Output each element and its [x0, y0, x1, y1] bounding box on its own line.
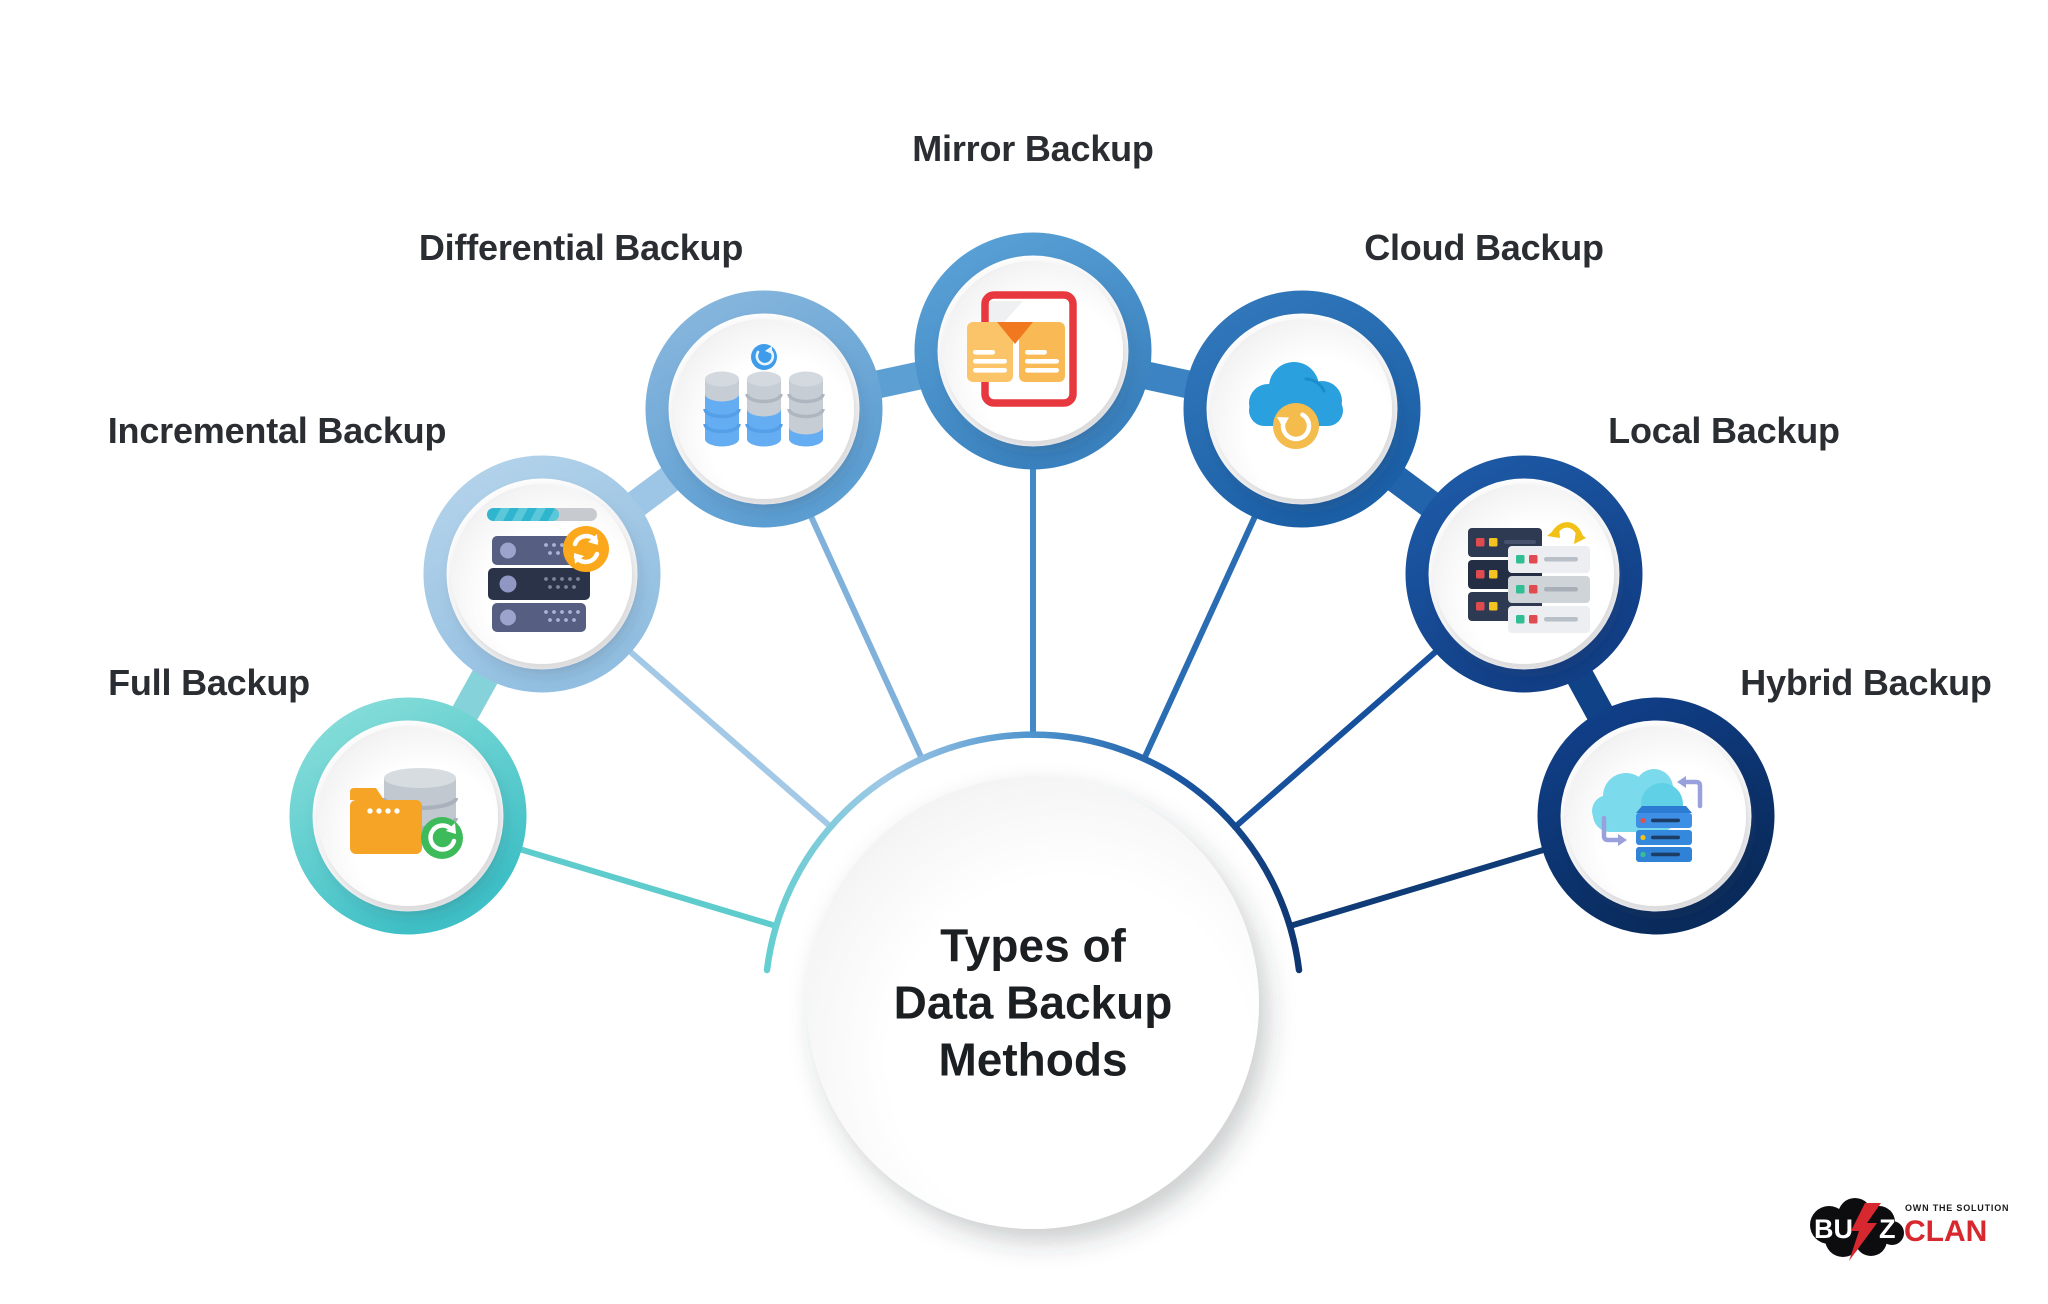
diagram-title: Types of Data Backup Methods: [894, 918, 1173, 1089]
spoke-differential-backup: [806, 509, 925, 762]
cloud-backup-ring: [1183, 290, 1421, 528]
full-backup-node: [289, 697, 527, 935]
mirror-backup-node: [914, 232, 1152, 470]
full-backup-ring: [289, 697, 527, 935]
local-backup-ring: [1405, 455, 1643, 693]
cloud-server-exchange-icon: [1592, 769, 1703, 862]
logo-clan: CLAN: [1904, 1215, 1987, 1248]
hybrid-backup-node: [1537, 697, 1775, 935]
database-folder-restore-icon: [350, 768, 463, 859]
diagram-title-line2: Data Backup: [893, 976, 1173, 1029]
label-full-backup: Full Backup: [108, 662, 310, 703]
database-cylinders-refresh-icon: [703, 344, 825, 447]
spokes: [513, 463, 1553, 929]
diagram-title-line1: Types of: [940, 919, 1126, 972]
buzzclan-logo: BU Z OWN THE SOLUTION CLAN: [1805, 1195, 2015, 1273]
label-differential-backup: Differential Backup: [418, 227, 744, 268]
logo-buzz-suffix: Z: [1879, 1214, 1896, 1244]
label-hybrid-backup: Hybrid Backup: [1740, 662, 1992, 703]
hybrid-backup-ring: [1537, 697, 1775, 935]
differential-backup-ring: [645, 290, 883, 528]
local-backup-node: [1405, 455, 1643, 693]
label-cloud-backup: Cloud Backup: [1364, 227, 1604, 268]
incremental-backup-node: [423, 455, 661, 693]
label-mirror-backup: Mirror Backup: [912, 128, 1154, 169]
logo-tagline: OWN THE SOLUTION: [1905, 1203, 2009, 1213]
buzzclan-logo-graphic: BU Z OWN THE SOLUTION CLAN: [1810, 1198, 2009, 1261]
cloud-backup-node: [1183, 290, 1421, 528]
logo-lightning-icon: [1849, 1203, 1881, 1261]
spoke-hybrid-backup: [1287, 845, 1553, 929]
label-incremental-backup: Incremental Backup: [107, 410, 447, 451]
cloud-restore-icon: [1249, 362, 1343, 449]
diagram-title-line3: Methods: [938, 1033, 1128, 1086]
incremental-backup-ring: [423, 455, 661, 693]
spoke-full-backup: [513, 845, 779, 929]
spoke-local-backup: [1232, 645, 1443, 830]
spoke-incremental-backup: [623, 645, 834, 830]
spoke-cloud-backup: [1141, 509, 1260, 762]
central-arc: [763, 731, 1303, 974]
mirrored-documents-icon: [967, 291, 1077, 407]
differential-backup-node: [645, 290, 883, 528]
central-circle: [807, 777, 1259, 1229]
label-local-backup: Local Backup: [1608, 410, 1840, 451]
server-transfer-icon: [1468, 522, 1590, 633]
logo-buzz-prefix: BU: [1814, 1214, 1853, 1244]
mirror-backup-ring: [914, 232, 1152, 470]
server-stack-sync-progress-icon: [487, 508, 609, 632]
